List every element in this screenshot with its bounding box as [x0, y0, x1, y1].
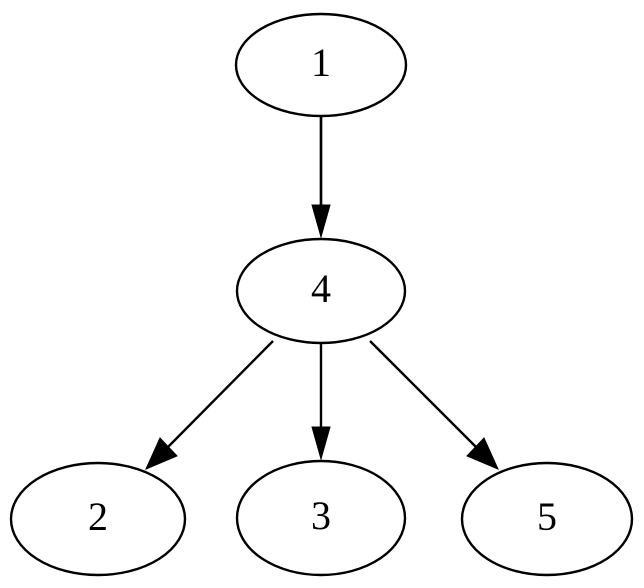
node-3[interactable]: 3 [235, 459, 407, 577]
edge-group [145, 117, 499, 470]
node-4[interactable]: 4 [235, 237, 407, 345]
node-2[interactable]: 2 [9, 461, 187, 577]
node-1[interactable]: 1 [234, 12, 408, 118]
node-label: 2 [88, 494, 108, 539]
node-group: 1 4 2 3 5 [9, 12, 634, 577]
node-shape [234, 12, 408, 118]
edge-4-to-5[interactable] [369, 340, 499, 470]
node-label: 4 [311, 266, 331, 311]
edge-line-segment [167, 340, 274, 448]
edge-line-segment [369, 340, 477, 448]
arrowhead-icon [311, 426, 331, 461]
node-shape [9, 461, 187, 577]
node-label: 3 [311, 493, 331, 538]
arrowhead-icon [145, 437, 178, 470]
edge-4-to-3[interactable] [311, 343, 331, 461]
edge-1-to-4[interactable] [311, 117, 331, 239]
edge-4-to-2[interactable] [145, 340, 274, 470]
node-shape [235, 459, 407, 577]
node-label: 1 [311, 40, 331, 85]
arrowhead-icon [311, 204, 331, 239]
node-shape [235, 237, 407, 345]
node-5[interactable]: 5 [460, 461, 634, 577]
arrowhead-icon [466, 437, 499, 470]
node-shape [460, 461, 634, 577]
node-label: 5 [537, 494, 557, 539]
